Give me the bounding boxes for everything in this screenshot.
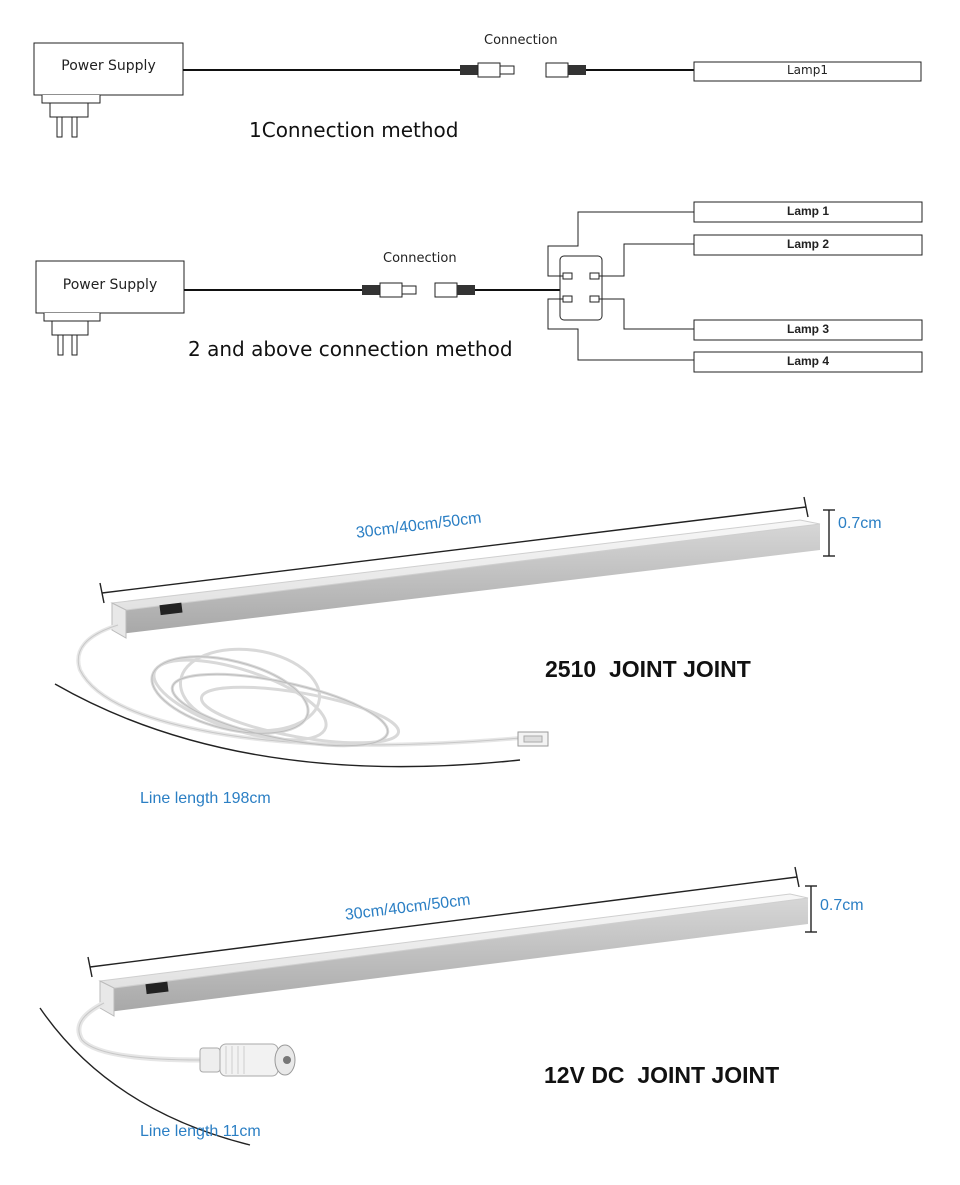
product-1-illustration bbox=[54, 496, 835, 768]
product-2-illustration bbox=[39, 866, 817, 1146]
method-title-1: 1Connection method bbox=[249, 118, 459, 142]
power-supply-label-2: Power Supply bbox=[62, 277, 158, 293]
diagram-1-lines bbox=[33, 42, 923, 373]
connection-label-1: Connection bbox=[484, 33, 558, 48]
power-supply-label-1: Power Supply bbox=[61, 58, 156, 74]
lamp-label-2-3: Lamp 3 bbox=[786, 322, 829, 336]
line-length-label-2: Line length 11cm bbox=[140, 1123, 261, 1140]
line-length-label-1: Line length 198cm bbox=[140, 790, 271, 807]
height-label-1: 0.7cm bbox=[838, 515, 882, 532]
joint-heading-1: 2510 JOINT JOINT bbox=[545, 656, 751, 682]
height-label-2: 0.7cm bbox=[820, 897, 864, 914]
lamp-label-2-2: Lamp 2 bbox=[786, 237, 829, 251]
lamp-label-2-4: Lamp 4 bbox=[786, 354, 829, 368]
lamp-label-2-1: Lamp 1 bbox=[786, 204, 829, 218]
method-title-2: 2 and above connection method bbox=[188, 337, 513, 361]
connection-label-2: Connection bbox=[383, 251, 457, 266]
lamp-label-1: Lamp1 bbox=[787, 63, 828, 77]
joint-heading-2: 12V DC JOINT JOINT bbox=[544, 1062, 780, 1088]
